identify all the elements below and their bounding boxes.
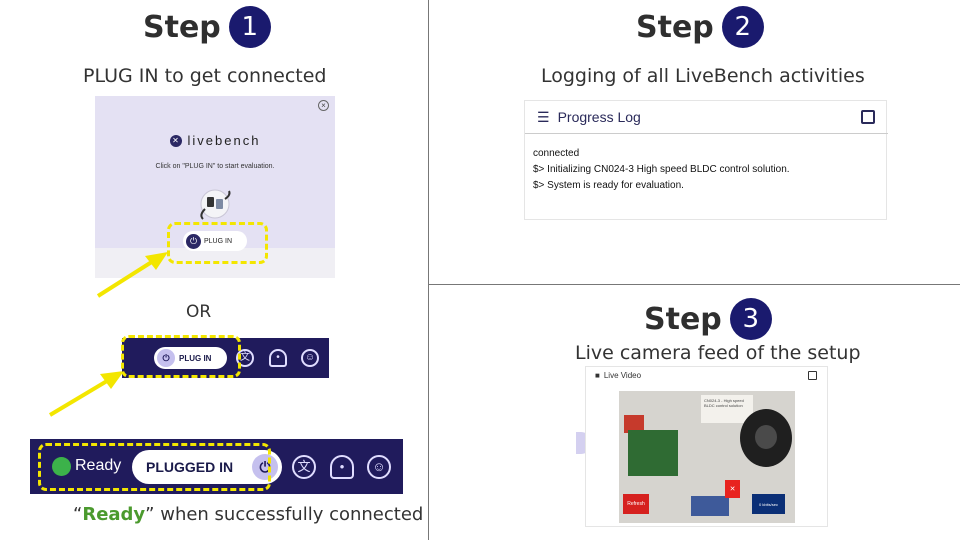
step-3-heading: Step 3 [644,298,772,340]
navbar-plug-in-button[interactable]: ⏻ PLUG IN [154,347,227,369]
translate-icon[interactable]: 文 [236,349,254,367]
account-icon[interactable]: ☺ [301,349,319,367]
video-camera-icon: ■ [595,371,600,380]
bitrate-badge: 0 kbits/sec [752,494,785,514]
expand-icon[interactable] [861,110,875,124]
step-3-subtitle: Live camera feed of the setup [575,342,861,364]
plugged-in-button[interactable]: PLUGGED IN ⏻ [132,450,282,484]
account-icon[interactable]: ☺ [367,455,391,479]
horizontal-divider [428,284,960,285]
step-3-title: Step [644,301,722,337]
navbar-plug-in-label: PLUG IN [179,353,212,363]
step-1-heading: Step 1 [143,6,271,48]
driver-board [691,496,729,516]
plugged-in-label: PLUGGED IN [146,459,234,475]
ready-status-dot [52,457,71,476]
progress-log-title: Progress Log [557,109,641,125]
refresh-button[interactable]: Refresh [623,494,649,514]
motor-hub [755,425,777,449]
board-label-sheet: CN024-3 - High speed BLDC control soluti… [701,395,753,423]
ready-caption: “Ready” when successfully connected [73,504,423,525]
log-line: $> Initializing CN024-3 High speed BLDC … [533,164,790,175]
livebench-logo: ✕ livebench [95,133,335,148]
translate-icon[interactable]: 文 [292,455,316,479]
close-icon[interactable]: × [318,100,329,111]
expand-icon[interactable] [808,371,817,380]
step-3-badge: 3 [729,298,772,340]
navbar-big: Ready PLUGGED IN ⏻ 文 • ☺ [30,439,403,494]
red-connector [624,415,644,433]
navbar-small: ⏻ PLUG IN 文 • ☺ [122,338,329,378]
plug-in-highlight-2 [121,335,241,378]
live-video-header: ■ Live Video [586,367,829,384]
log-line: $> System is ready for evaluation. [533,180,684,191]
caption-ready-word: Ready [82,504,146,525]
step-2-title: Step [636,9,714,45]
bldc-motor [740,409,792,467]
list-icon: ☰ [537,108,550,125]
plug-icon: ⏻ [157,349,175,367]
bell-icon[interactable]: • [330,455,354,479]
pointer-arrow-1 [96,252,168,298]
connector-illustration-icon [200,189,231,220]
caption-open-quote: “ [73,504,83,525]
start-evaluation-hint: Click on "PLUG IN" to start evaluation. [155,163,275,170]
step-2-badge: 2 [721,6,764,48]
control-board [628,430,678,476]
bell-icon[interactable]: • [269,349,287,367]
step-1-title: Step [143,9,221,45]
step-1-badge: 1 [228,6,271,48]
ready-status-label: Ready [75,457,122,474]
livebench-card: × ✕ livebench Click on "PLUG IN" to star… [95,96,335,278]
plug-in-button[interactable]: ⏻ PLUG IN [183,231,247,251]
progress-log-header: ☰ Progress Log [525,101,888,134]
livebench-brand-name: livebench [187,133,261,148]
livebench-logo-icon: ✕ [169,134,182,147]
pointer-arrow-2 [48,371,124,417]
caption-rest: ” when successfully connected [145,504,424,525]
plug-in-highlight-1 [167,222,268,264]
camera-feed: CN024-3 - High speed BLDC control soluti… [619,391,795,523]
progress-log-lines: connected $> Initializing CN024-3 High s… [533,146,790,194]
live-video-panel: ■ Live Video CN024-3 - High speed BLDC c… [585,366,828,527]
log-line: connected [533,148,580,159]
mute-icon[interactable]: ✕ [725,480,740,498]
plug-icon: ⏻ [186,233,201,249]
vertical-divider [428,0,429,540]
or-label: OR [186,302,212,322]
step-2-subtitle: Logging of all LiveBench activities [541,65,865,87]
plug-icon: ⏻ [252,454,278,480]
live-video-title: Live Video [603,371,642,380]
progress-log-panel: ☰ Progress Log connected $> Initializing… [524,100,888,220]
plugged-in-highlight [38,443,271,491]
step-1-subtitle: PLUG IN to get connected [83,65,327,87]
plug-in-label: PLUG IN [204,237,233,245]
step-2-heading: Step 2 [636,6,764,48]
